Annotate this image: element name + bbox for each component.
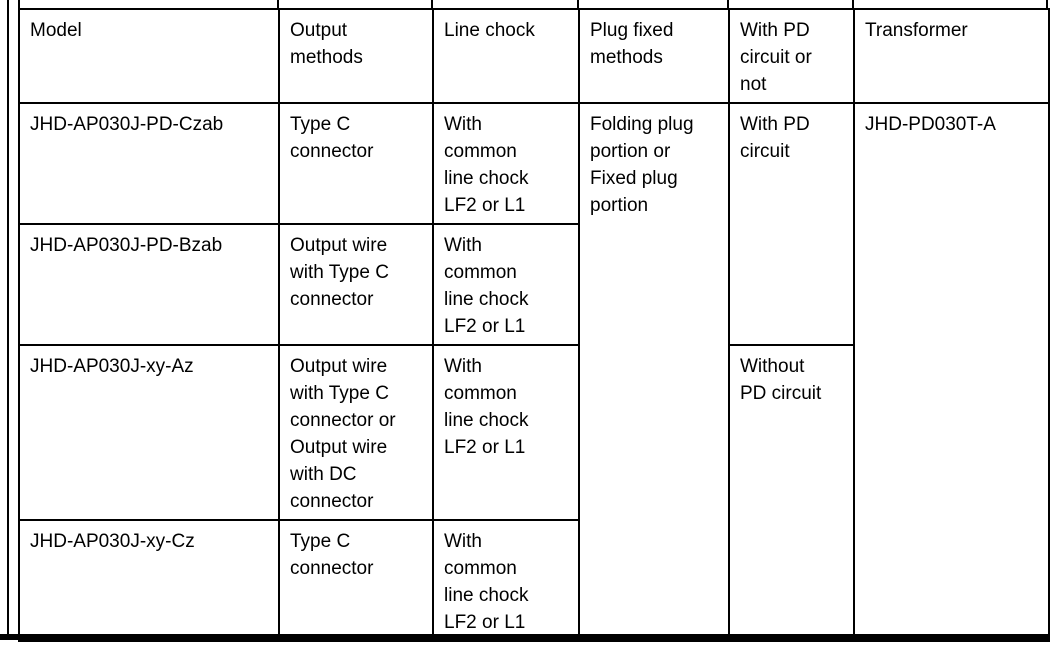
- table-header-row: Model Output methods Line chock Plug fix…: [18, 8, 1050, 104]
- page-left-border: [7, 0, 9, 640]
- cell-model-3: JHD-AP030J-xy-Az: [18, 344, 280, 521]
- cell-model-4: JHD-AP030J-xy-Cz: [18, 519, 280, 642]
- header-plug-fixed-methods: Plug fixed methods: [578, 8, 730, 104]
- cell-output-methods-2: Output wire with Type C connector: [278, 223, 434, 346]
- cell-line-chock-2: With common line chock LF2 or L1: [432, 223, 580, 346]
- cell-line-chock-1: With common line chock LF2 or L1: [432, 102, 580, 225]
- cell-transformer: JHD-PD030T-A: [853, 102, 1050, 642]
- cell-line-chock-4: With common line chock LF2 or L1: [432, 519, 580, 642]
- cell-pd-with-circuit: With PD circuit: [728, 102, 855, 346]
- model-spec-table: Model Output methods Line chock Plug fix…: [18, 8, 1050, 642]
- column-border-stub: [727, 0, 729, 9]
- column-border-stub: [852, 0, 854, 9]
- cell-model-1: JHD-AP030J-PD-Czab: [18, 102, 280, 225]
- cell-output-methods-4: Type C connector: [278, 519, 434, 642]
- column-border-stub: [18, 0, 20, 9]
- column-border-stub: [277, 0, 279, 9]
- table-row: JHD-AP030J-PD-Czab Type C connector With…: [18, 102, 1050, 642]
- cell-output-methods-1: Type C connector: [278, 102, 434, 225]
- table-row: JHD-AP030J-xy-Cz Type C connector With c…: [18, 519, 1049, 642]
- column-border-stub: [431, 0, 433, 9]
- table-row: JHD-AP030J-PD-Bzab Output wire with Type…: [18, 223, 1049, 346]
- cell-model-2: JHD-AP030J-PD-Bzab: [18, 223, 280, 346]
- column-border-stub: [577, 0, 579, 9]
- header-transformer: Transformer: [853, 8, 1050, 104]
- header-line-chock: Line chock: [432, 8, 580, 104]
- column-border-stub: [1046, 0, 1048, 9]
- header-model: Model: [18, 8, 280, 104]
- table-row: JHD-AP030J-xy-Az Output wire with Type C…: [18, 344, 1049, 642]
- header-pd-circuit: With PD circuit or not: [728, 8, 855, 104]
- header-output-methods: Output methods: [278, 8, 434, 104]
- cell-output-methods-3: Output wire with Type C connector or Out…: [278, 344, 434, 521]
- cell-pd-without-circuit: Without PD circuit: [728, 344, 855, 642]
- cell-line-chock-3: With common line chock LF2 or L1: [432, 344, 580, 521]
- bottom-thick-rule: [0, 634, 1049, 640]
- cell-plug-fixed-methods: Folding plug portion or Fixed plug porti…: [578, 102, 730, 642]
